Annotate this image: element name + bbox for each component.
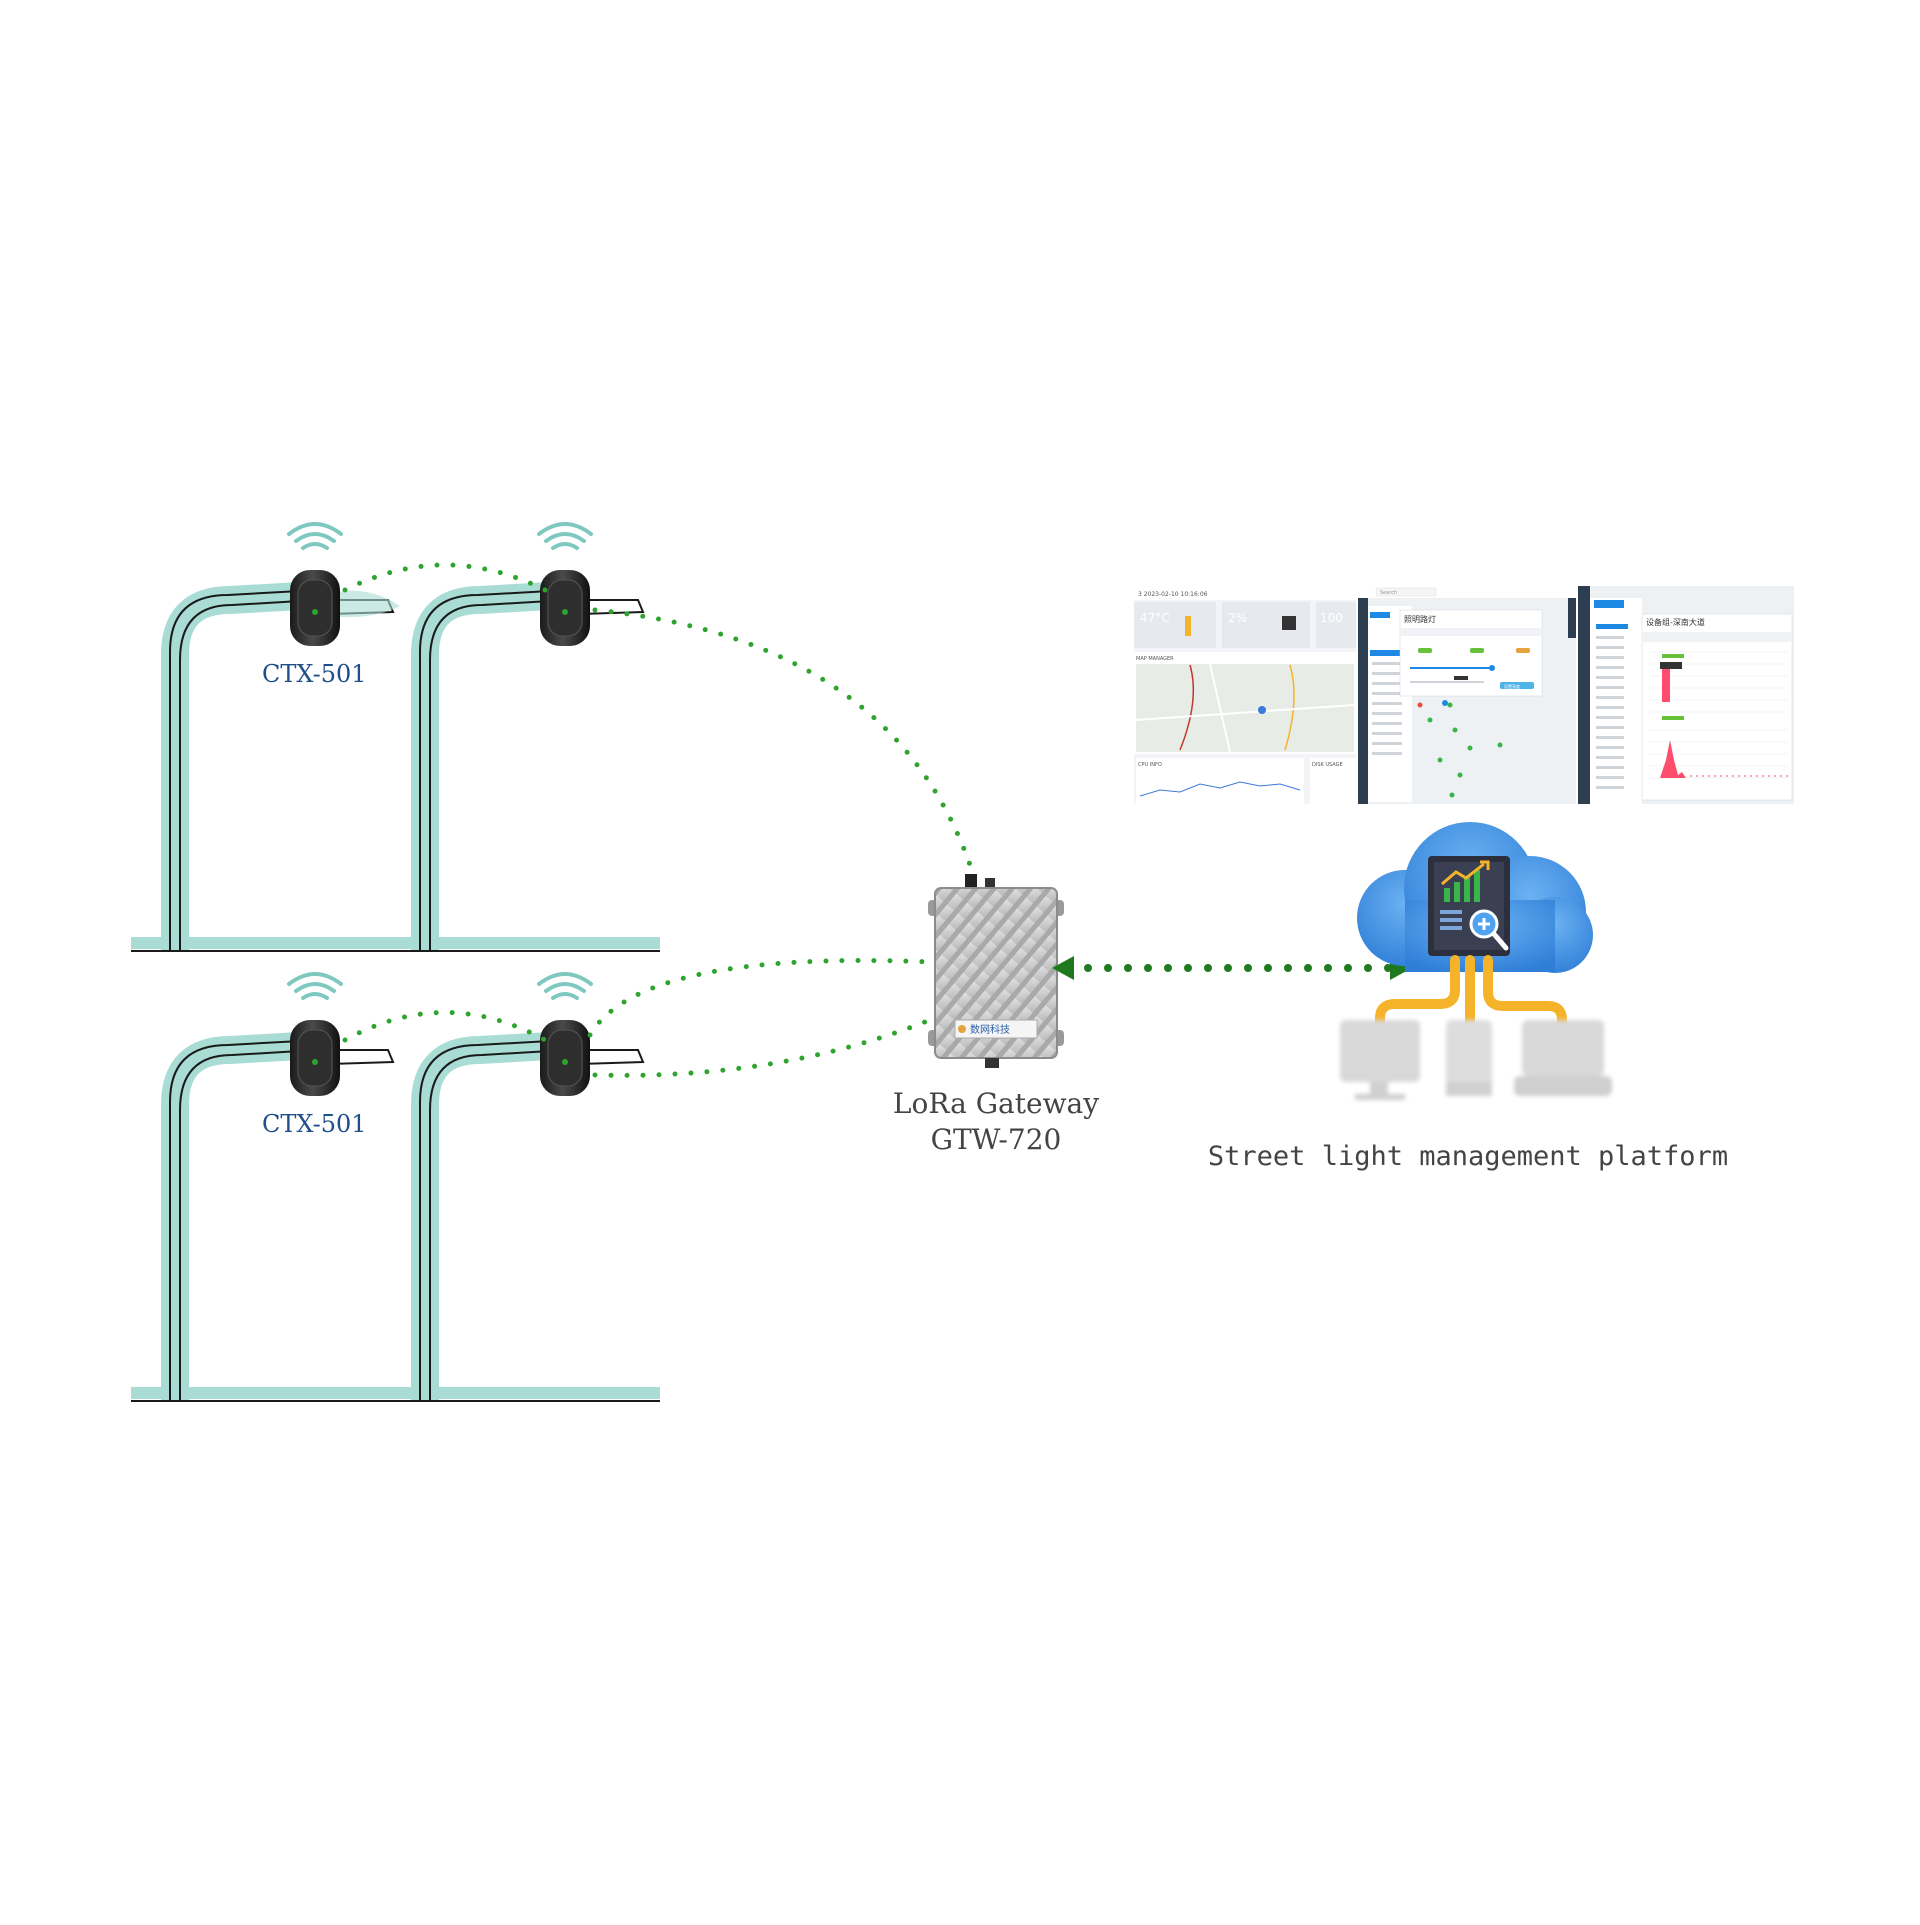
device-group-dialog-title: 设备组-深南大道 bbox=[1646, 617, 1705, 627]
wifi-signal-icon bbox=[537, 972, 593, 1000]
street-light-pole bbox=[411, 1032, 645, 1400]
light-control-dialog-title: 照明路灯 bbox=[1404, 614, 1436, 624]
uplink-3 bbox=[592, 1017, 933, 1078]
gateway-label-line1: LoRa Gateway bbox=[893, 1087, 1099, 1120]
desktop-monitor-icon bbox=[1340, 1020, 1420, 1100]
device-group-chart-area bbox=[1655, 740, 1788, 778]
magnifier-icon bbox=[1469, 909, 1509, 951]
lora-links bbox=[342, 562, 978, 1078]
street-light-pole bbox=[161, 582, 400, 950]
gateway-badge-text: 数网科技 bbox=[970, 1023, 1010, 1036]
wifi-signal-icon bbox=[287, 972, 343, 1000]
dashboard-side-title: DISK USAGE bbox=[1312, 762, 1343, 768]
backhaul-link bbox=[1052, 956, 1412, 980]
controllers: CTX-501 CTX-501 bbox=[262, 522, 593, 1138]
street-light-pole bbox=[411, 582, 645, 950]
ctx-501-controller bbox=[537, 972, 593, 1096]
cloud-platform-icon bbox=[1340, 822, 1612, 1100]
street-light-pole bbox=[161, 1032, 395, 1400]
client-devices bbox=[1340, 1020, 1612, 1100]
device-label-top: CTX-501 bbox=[262, 660, 367, 688]
screenshot-device-group: 设备组-深南大道 深南大道 bbox=[1578, 586, 1794, 804]
laptop-icon bbox=[1514, 1020, 1612, 1096]
dashboard-pct1: 2% bbox=[1228, 611, 1247, 625]
uplink-2 bbox=[587, 958, 933, 1038]
gateway-label-line2: GTW-720 bbox=[931, 1123, 1062, 1156]
dashboard-temp: 47°C bbox=[1140, 611, 1170, 625]
connector-lines bbox=[1375, 955, 1567, 1035]
uplink-1 bbox=[592, 607, 978, 883]
light-control-button: 设置亮度 bbox=[1504, 683, 1520, 689]
dashboard-chart-title: CPU INFO bbox=[1138, 762, 1162, 768]
screenshot-light-control: Search 照明路灯 设置亮度 bbox=[1358, 586, 1576, 804]
street-lights bbox=[131, 582, 660, 1402]
ctx-501-controller bbox=[287, 972, 343, 1096]
platform-label: Street light management platform bbox=[1208, 1141, 1728, 1172]
gateway-badge bbox=[954, 1019, 1038, 1039]
device-label-bottom: CTX-501 bbox=[262, 1110, 367, 1138]
platform-screenshots: 3 2023-02-10 10:16:06 47°C 2% 100 MAP MA… bbox=[1134, 586, 1794, 804]
dashboard-pct2: 100 bbox=[1320, 611, 1343, 625]
ctx-501-controller bbox=[287, 522, 343, 646]
lora-gateway-device: 数网科技 bbox=[928, 874, 1064, 1068]
server-tower-icon bbox=[1446, 1020, 1492, 1096]
ctx-501-controller bbox=[537, 522, 593, 646]
light-control-search: Search bbox=[1380, 590, 1397, 596]
analytics-dashboard-icon bbox=[1428, 856, 1510, 956]
dashboard-date: 3 2023-02-10 10:16:06 bbox=[1138, 591, 1208, 598]
wifi-signal-icon bbox=[287, 522, 343, 550]
wifi-signal-icon bbox=[537, 522, 593, 550]
dashboard-map-title: MAP MANAGER bbox=[1136, 656, 1174, 662]
set-brightness-button[interactable] bbox=[1500, 682, 1534, 689]
device-group-tab: 深南大道 bbox=[1620, 615, 1640, 622]
arrow-left-icon bbox=[1052, 956, 1074, 980]
screenshot-dashboard: 3 2023-02-10 10:16:06 47°C 2% 100 MAP MA… bbox=[1134, 586, 1356, 804]
